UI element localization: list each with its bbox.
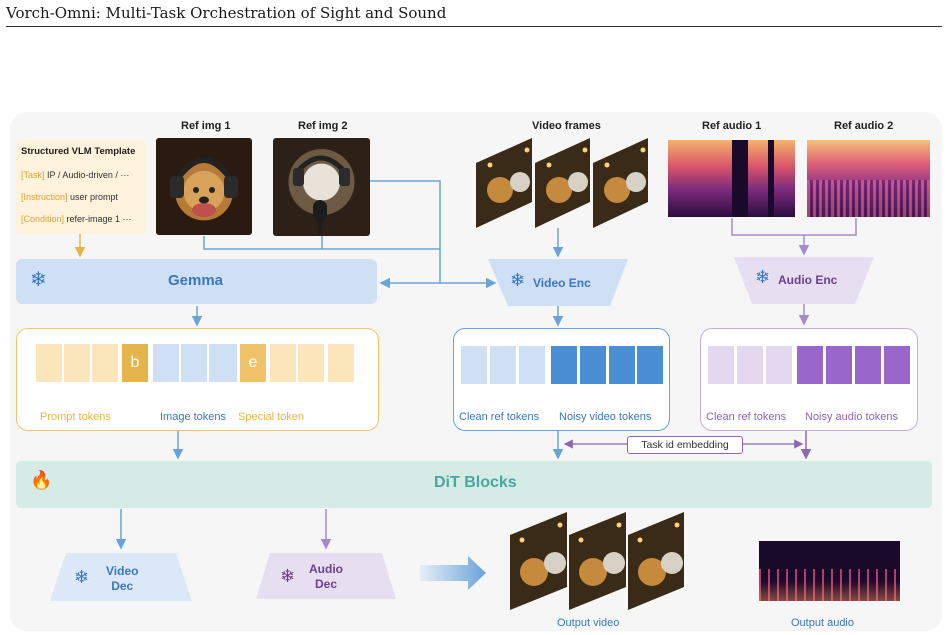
audio-enc-label: Audio Enc — [778, 273, 838, 287]
template-key: [Condition] — [21, 214, 65, 224]
ref-audio-1-label: Ref audio 1 — [702, 120, 762, 132]
output-audio-spectrogram — [759, 541, 900, 601]
audio-dec-line-2: Dec — [314, 577, 337, 591]
template-row-task: [Task] IP / Audio-driven / ··· — [21, 170, 129, 181]
flame-icon: 🔥 — [30, 470, 53, 490]
noisy-audio-token — [884, 346, 910, 384]
ref-image-dog — [156, 138, 252, 235]
clean-ref-tokens-label: Clean ref tokens — [459, 411, 540, 423]
noisy-audio-tokens-label: Noisy audio tokens — [805, 411, 898, 423]
spectrogram-low-band — [759, 581, 900, 601]
noisy-audio-token — [826, 346, 852, 384]
spectrogram-texture — [807, 180, 930, 217]
snowflake-icon: ❄ — [74, 567, 90, 587]
output-audio-label: Output audio — [791, 617, 854, 629]
noisy-video-tokens-label: Noisy video tokens — [559, 411, 652, 423]
noisy-video-token — [609, 346, 635, 384]
noisy-audio-token — [797, 346, 823, 384]
video-dec-line-1: Video — [106, 564, 139, 578]
video-enc-label: Video Enc — [533, 276, 591, 290]
snowflake-icon: ❄ — [30, 269, 47, 291]
prompt-token — [298, 344, 324, 382]
noisy-video-token — [637, 346, 663, 384]
noisy-video-token — [551, 346, 577, 384]
special-token-label: Special token — [238, 411, 305, 423]
prompt-token — [92, 344, 118, 382]
template-value: user prompt — [67, 192, 119, 202]
template-key: [Instruction] — [21, 192, 68, 202]
cat-microphone-illustration — [293, 155, 350, 234]
clean-ref-audio-token — [737, 346, 763, 384]
dit-blocks-label: DiT Blocks — [434, 474, 517, 491]
ref-audio-2-label: Ref audio 2 — [834, 120, 894, 132]
header-rule — [6, 26, 942, 27]
spectrogram-silence — [768, 140, 774, 217]
template-value: IP / Audio-driven / ··· — [44, 170, 130, 180]
ref-img-2-label: Ref img 2 — [298, 120, 348, 132]
image-token — [209, 344, 237, 382]
ref-img-1-label: Ref img 1 — [181, 120, 231, 132]
video-dec-label: Video Dec — [106, 564, 138, 594]
begin-special-token: b — [122, 344, 148, 382]
prompt-tokens-label: Prompt tokens — [40, 411, 111, 423]
prompt-token — [270, 344, 296, 382]
end-special-token: e — [240, 344, 266, 382]
noisy-audio-token — [855, 346, 881, 384]
ref-image-cat — [273, 138, 370, 236]
spectrogram-silence — [732, 140, 748, 217]
snowflake-icon: ❄ — [280, 566, 296, 586]
output-video-label: Output video — [557, 617, 620, 629]
noisy-video-token — [580, 346, 606, 384]
task-id-embedding: Task id embedding — [627, 436, 743, 454]
audio-dec-label: Audio Dec — [309, 562, 343, 592]
image-token — [181, 344, 207, 382]
template-row-instruction: [Instruction] user prompt — [21, 192, 118, 203]
template-title: Structured VLM Template — [21, 146, 136, 157]
clean-ref-audio-tokens-label: Clean ref tokens — [706, 411, 787, 423]
prompt-token — [64, 344, 90, 382]
dog-headphones-illustration — [170, 157, 238, 217]
clean-ref-token — [490, 346, 516, 384]
paper-running-header: Vorch-Omni: Multi-Task Orchestration of … — [6, 4, 447, 22]
template-value: refer-image 1 ··· — [64, 214, 132, 224]
ref-audio-2-spectrogram — [807, 140, 930, 217]
prompt-token — [328, 344, 354, 382]
dit-blocks — [16, 461, 932, 508]
clean-ref-audio-token — [708, 346, 734, 384]
template-row-condition: [Condition] refer-image 1 ··· — [21, 214, 132, 225]
clean-ref-audio-token — [766, 346, 792, 384]
vlm-template-card: Structured VLM Template [Task] IP / Audi… — [16, 140, 146, 234]
image-token — [153, 344, 179, 382]
audio-dec-line-1: Audio — [309, 562, 343, 576]
clean-ref-token — [461, 346, 487, 384]
clean-ref-token — [519, 346, 545, 384]
image-tokens-label: Image tokens — [160, 411, 227, 423]
gemma-encoder — [16, 259, 377, 304]
ref-audio-1-spectrogram — [668, 140, 795, 217]
gemma-label: Gemma — [168, 272, 224, 289]
snowflake-icon: ❄ — [755, 267, 771, 287]
video-frames-label: Video frames — [532, 120, 601, 132]
prompt-token — [36, 344, 62, 382]
snowflake-icon: ❄ — [510, 270, 526, 290]
video-dec-line-2: Dec — [111, 579, 134, 593]
template-key: [Task] — [21, 170, 45, 180]
